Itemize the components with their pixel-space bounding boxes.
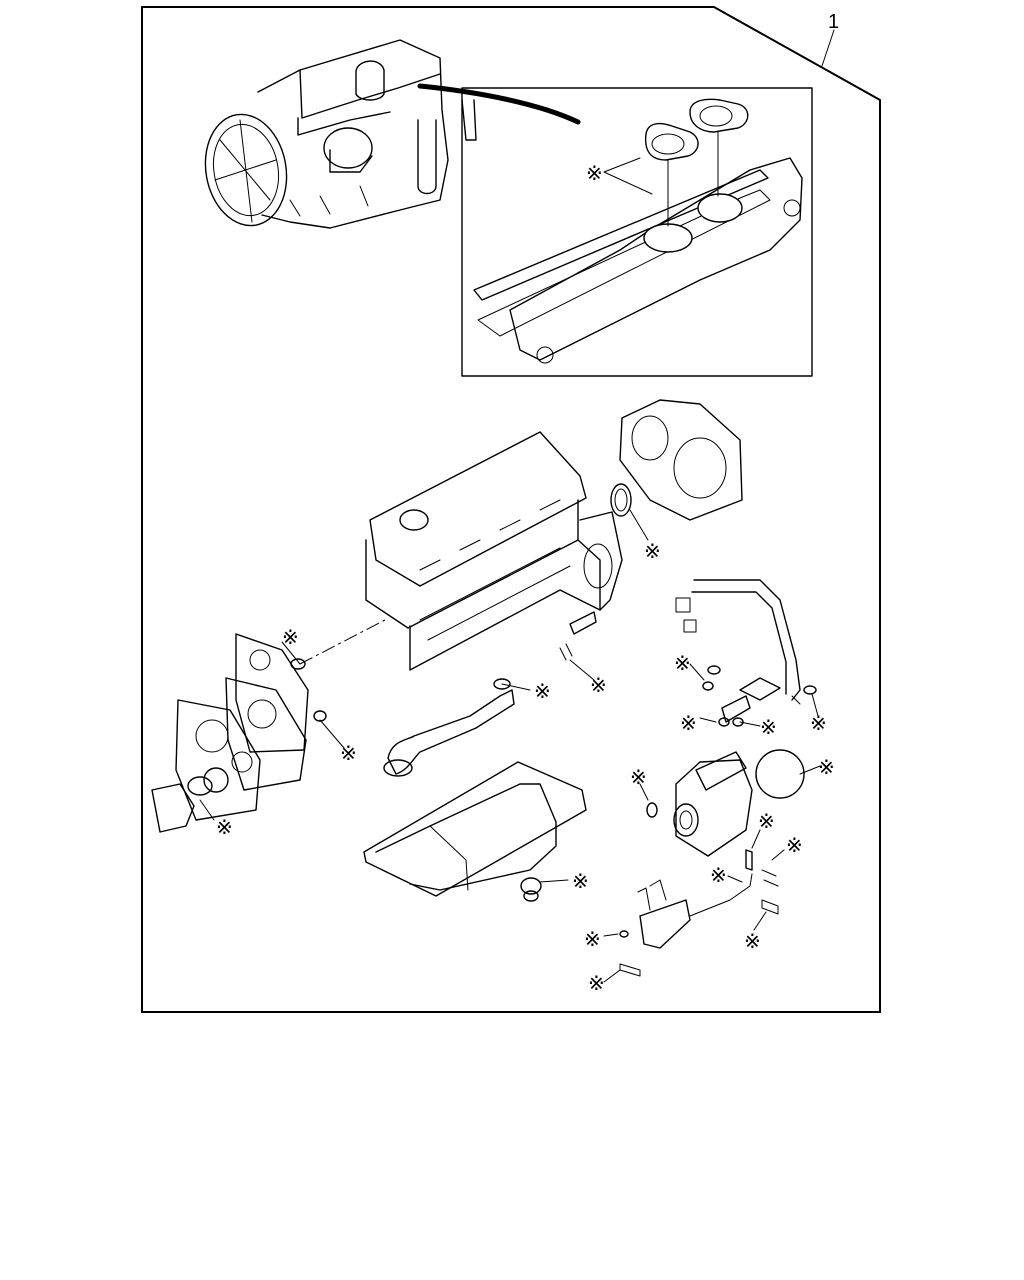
kit-marker-14: ※ [630,767,647,789]
kit-marker-callouts: ※ ※ ※ ※ ※ ※ ※ ※ ※ ※ ※ ※ ※ ※ ※ ※ ※ ※ ※ ※ [216,163,835,995]
kit-marker-10: ※ [810,713,827,735]
cylinder-block-illustration [151,399,743,902]
kit-marker-16: ※ [786,835,803,857]
item-leader-line [821,29,835,67]
kit-marker-06: ※ [340,743,357,765]
inset-leader [417,83,581,125]
kit-marker-09: ※ [674,653,691,675]
kit-marker-20: ※ [588,973,605,995]
kit-marker-leaders [199,157,821,983]
intake-inset-frame [461,87,813,377]
kit-marker-18: ※ [744,931,761,953]
kit-marker-01: ※ [586,163,603,185]
complete-engine-illustration [204,39,477,229]
fuel-pump-illustration [619,579,817,977]
item-number-label: 1 [828,11,839,33]
kit-marker-12: ※ [760,717,777,739]
kit-marker-03: ※ [282,627,299,649]
kit-marker-08: ※ [572,871,589,893]
kit-marker-15: ※ [758,811,775,833]
intake-manifold-illustration [473,98,803,364]
kit-marker-02: ※ [644,541,661,563]
kit-marker-17: ※ [710,865,727,887]
kit-marker-19: ※ [584,929,601,951]
kit-marker-04: ※ [590,675,607,697]
kit-marker-11: ※ [680,713,697,735]
diagram-frame [141,6,881,1013]
kit-marker-05: ※ [534,681,551,703]
kit-marker-13: ※ [818,757,835,779]
kit-marker-07: ※ [216,817,233,839]
